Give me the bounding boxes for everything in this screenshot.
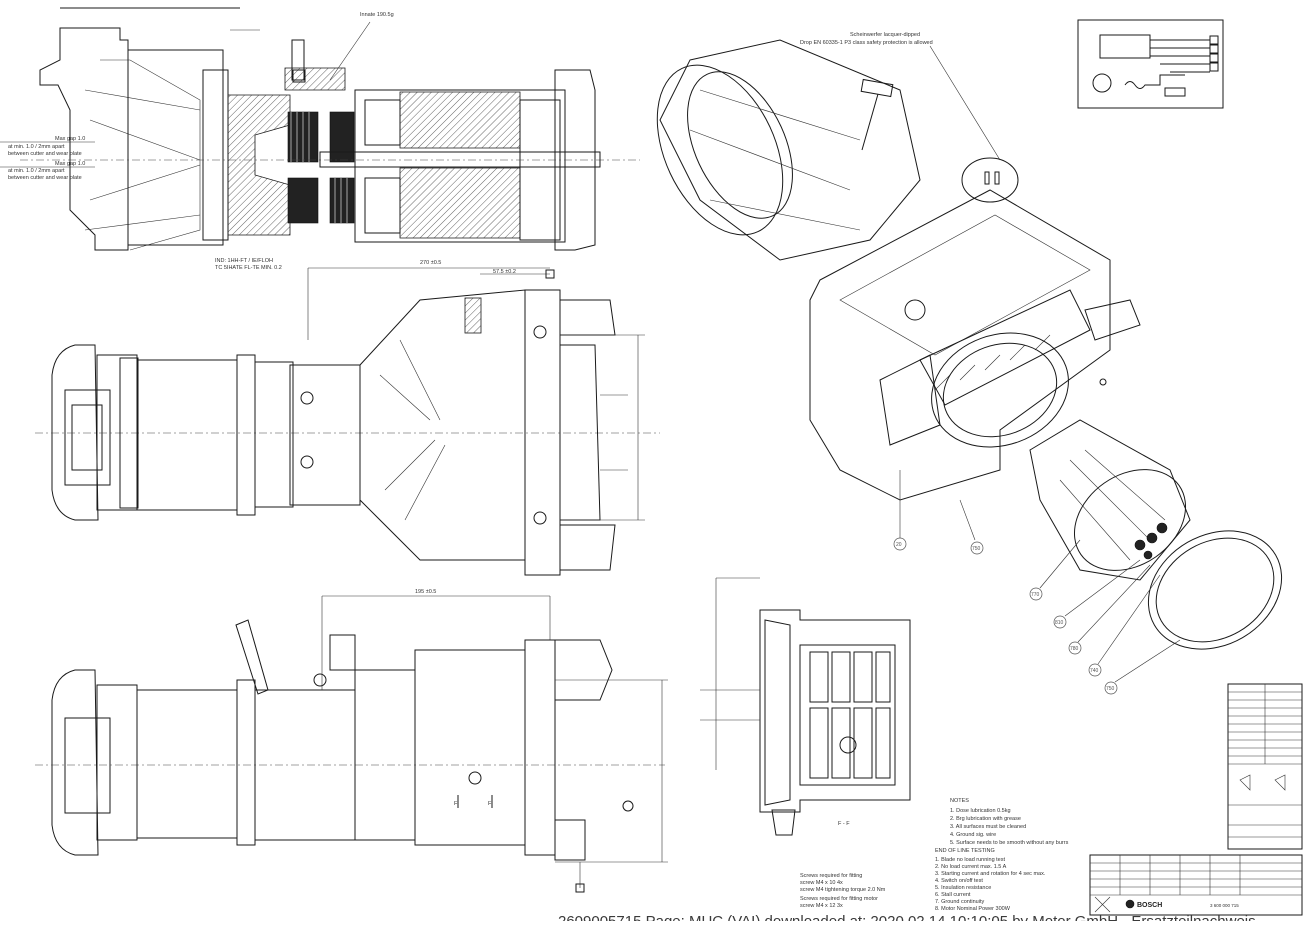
side-view-bottom: 195 ±0.5 F F [35, 589, 668, 893]
terminal-screws [1134, 522, 1168, 560]
dim-bottom-top: 195 ±0.5 [415, 589, 436, 595]
section-view-f-f: F - F [700, 577, 911, 836]
balloon-7: 750 [1106, 686, 1115, 692]
brand-label: BOSCH [1137, 902, 1162, 909]
screw-note-4: Screws required for fitting motor [800, 896, 878, 902]
left-callout-1: Max gap 1.0 [55, 136, 85, 142]
dim-mid-small: 57.5 ±0.2 [493, 269, 516, 275]
left-callout-4: Max gap 1.0 [55, 161, 85, 167]
screw-note-1: Screws required for fitting [800, 873, 862, 879]
test-line-6: 6. Stall current [935, 892, 971, 898]
balloon-3: 770 [1031, 592, 1040, 598]
note-line-2: 2. Brg lubrication with grease [950, 816, 1021, 822]
wiring-schematic [1077, 19, 1224, 109]
isometric-exploded-view: Scheinwerfer lacquer-dipped Drop EN 6033… [656, 32, 1283, 695]
note-line-1: 1. Dose lubrication 0.5kg [950, 808, 1011, 814]
dim-mid-top: 270 ±0.5 [420, 260, 441, 266]
test-line-3: 3. Starting current and rotation for 4 s… [935, 871, 1046, 877]
note-line-3: 3. All surfaces must be cleaned [950, 824, 1026, 830]
top-view-note-1: IND: 1HH-FT / IE/FLOH [215, 258, 273, 264]
note-line-4: 4. Ground sig. wire [950, 832, 996, 838]
test-line-4: 4. Switch on/off test [935, 878, 983, 884]
test-line-5: 5. Insulation resistance [935, 885, 991, 891]
gear-stack [287, 111, 355, 224]
section-mark-right: F [488, 801, 492, 807]
screw-note-2: screw M4 x 10 4x [800, 880, 843, 886]
side-view-middle: 270 ±0.5 57.5 ±0.2 [35, 260, 660, 576]
iso-note-2: Drop EN 60335-1 P3 class safety protecti… [800, 40, 933, 46]
test-line-1: 1. Blade no load running test [935, 857, 1005, 863]
section-view-label: F - F [838, 821, 850, 827]
balloon-2: 750 [972, 546, 981, 552]
note-line-5: 5. Surface needs to be smooth without an… [950, 840, 1069, 846]
screw-note-3: screw M4 tightening torque 2.0 Nm [800, 887, 886, 893]
balloon-5: 780 [1070, 646, 1079, 652]
section-mark-left: F [454, 801, 458, 807]
balloon-6: 740 [1090, 668, 1099, 674]
notes-heading: NOTES [950, 798, 969, 804]
drawing-number: 3 600 000 715 [1210, 903, 1239, 908]
top-view-note-2: TC 5IHATE FL-TE MIN. 0.2 [215, 265, 282, 271]
balloon-1: 20 [896, 542, 902, 548]
left-callout-5: at min. 1.0 / 2mm apart [8, 168, 65, 174]
test-line-2: 2. No load current max. 1.5 A [935, 864, 1007, 870]
balloon-4: 810 [1055, 620, 1064, 626]
section-view-top: Innate 190.5g IND: 1HH-FT / IE/FLOH TC 5… [0, 7, 640, 271]
test-heading: END OF LINE TESTING [935, 848, 995, 854]
mass-label: Innate 190.5g [360, 12, 394, 18]
left-callout-3: between cutter and wear plate [8, 151, 82, 157]
download-footer: 2609005715 Page: MUC (VAI) downloaded at… [558, 913, 1256, 921]
notes-block: NOTES 1. Dose lubrication 0.5kg 2. Brg l… [800, 798, 1069, 912]
title-block: BOSCH 3 600 000 715 [1089, 683, 1303, 916]
test-line-7: 7. Ground continuity [935, 899, 984, 905]
left-callout-2: at min. 1.0 / 2mm apart [8, 144, 65, 150]
screw-note-5: screw M4 x 12 3x [800, 903, 843, 909]
left-callout-6: between cutter and wear plate [8, 175, 82, 181]
iso-note-1: Scheinwerfer lacquer-dipped [850, 32, 920, 38]
test-line-8: 8. Motor Nominal Power 300W [935, 906, 1011, 912]
